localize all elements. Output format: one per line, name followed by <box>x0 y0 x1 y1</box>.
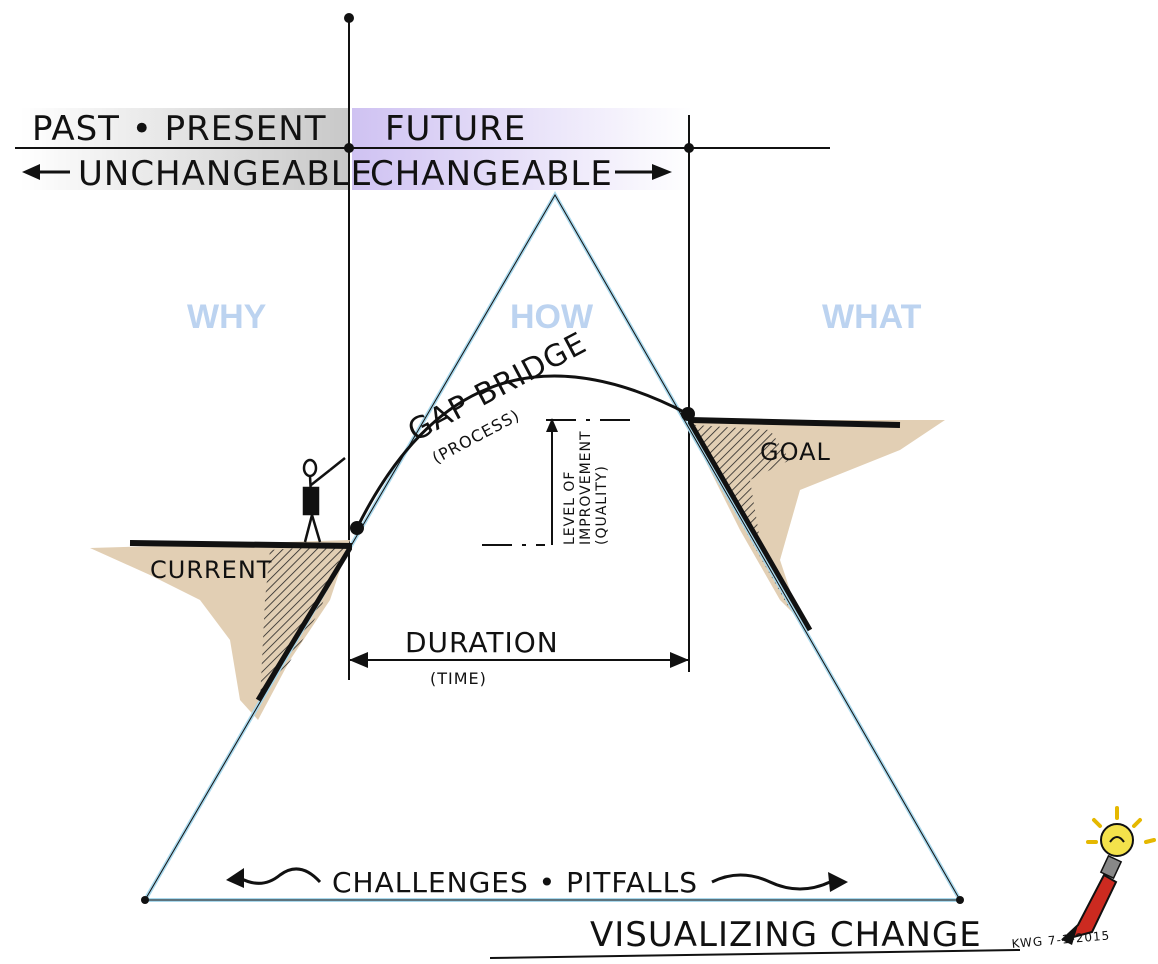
present-dot <box>344 143 354 153</box>
unchangeable-arrowhead <box>22 164 40 180</box>
challenges-right-arrowhead <box>828 872 848 892</box>
challenges-left-squiggle <box>239 867 322 885</box>
time-label: (TIME) <box>430 669 487 688</box>
goal-label: GOAL <box>760 438 831 466</box>
bridge-end-dot <box>681 407 695 421</box>
current-label: CURRENT <box>150 556 272 584</box>
what-label: WHAT <box>822 298 922 336</box>
current-ledge <box>129 540 353 549</box>
visualizing-change-title: VISUALIZING CHANGE <box>590 915 982 955</box>
title-underline <box>489 949 1021 959</box>
unchangeable-label: UNCHANGEABLE <box>78 154 373 194</box>
changeable-label: CHANGEABLE <box>370 154 613 194</box>
challenges-right-squiggle <box>711 873 831 891</box>
improvement-label: IMPROVEMENT <box>578 430 594 545</box>
current-wall <box>255 546 353 702</box>
future-label: FUTURE <box>385 109 526 149</box>
why-label: WHY <box>187 298 267 336</box>
bridge-start-dot <box>350 521 364 535</box>
goal-wall <box>687 420 813 632</box>
changeable-arrowhead <box>652 164 672 180</box>
quality-label: (QUALITY) <box>594 465 610 545</box>
pencil-lightbulb-icon <box>1061 806 1156 945</box>
triangle-right-dot <box>956 896 964 904</box>
triangle-left-dot <box>141 896 149 904</box>
level-of-label: LEVEL OF <box>562 471 578 545</box>
how-label: HOW <box>510 298 594 336</box>
duration-left-arrowhead <box>349 652 368 668</box>
gap-bridge-arc <box>355 374 689 529</box>
future-dot <box>684 143 694 153</box>
person-figure <box>302 457 346 543</box>
past-present-label: PAST • PRESENT <box>32 109 326 149</box>
signature: KWG 7-1-2015 <box>1011 928 1111 951</box>
top-dot <box>344 13 354 23</box>
goal-ledge <box>689 417 901 428</box>
duration-label: DURATION <box>405 626 559 659</box>
challenges-left-arrowhead <box>226 868 244 888</box>
improvement-arrowhead <box>546 418 558 432</box>
duration-right-arrowhead <box>670 652 689 668</box>
challenges-pitfalls-label: CHALLENGES • PITFALLS <box>332 866 698 899</box>
